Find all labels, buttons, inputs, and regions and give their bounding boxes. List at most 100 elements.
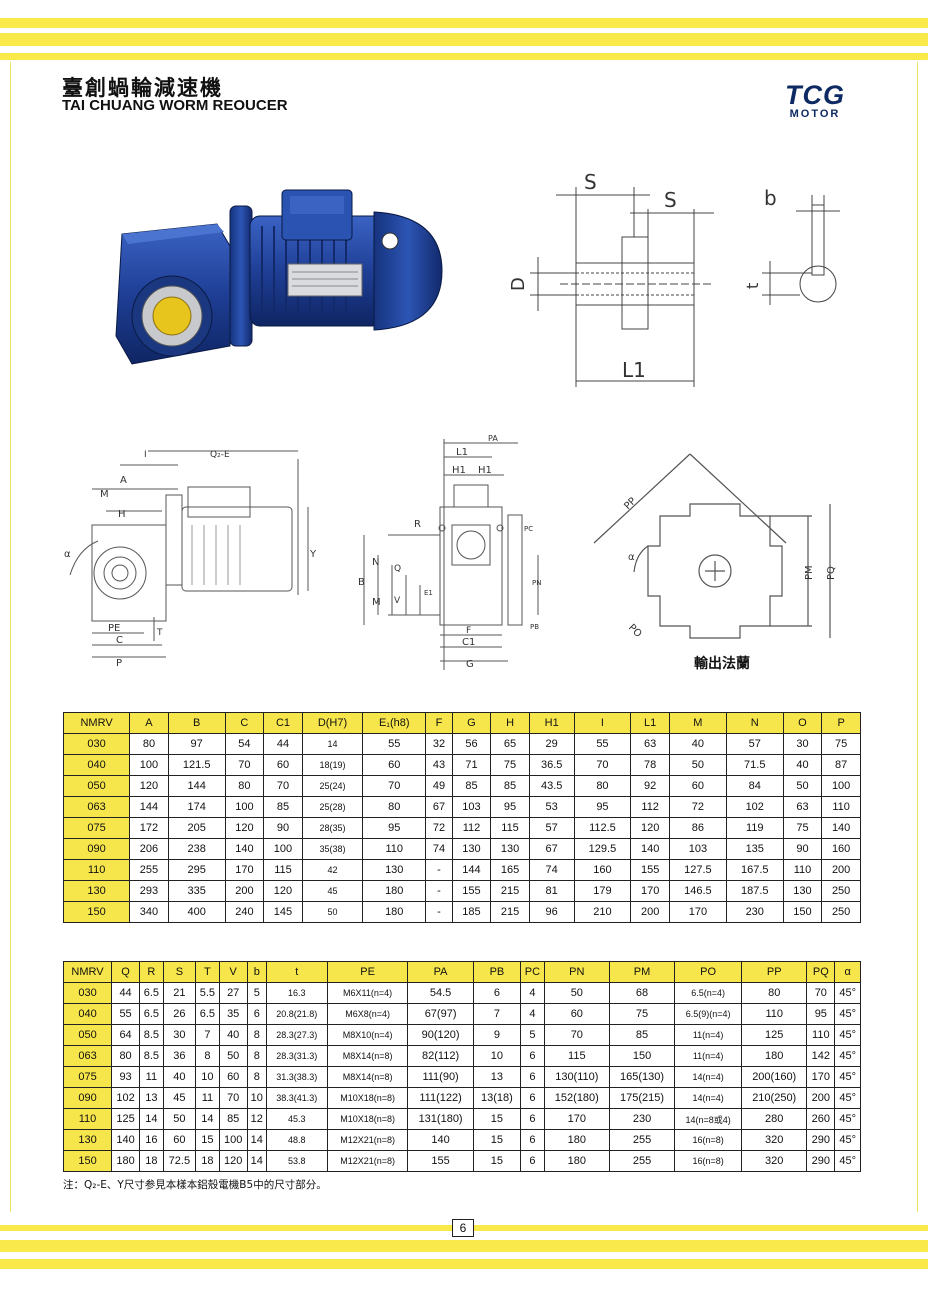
model-cell: 150 (62, 901, 131, 923)
table-cell: 95 (362, 817, 427, 839)
table-cell: 200 (821, 859, 861, 881)
dim-p-label: P (116, 658, 122, 669)
table-cell: 320 (741, 1150, 808, 1172)
table-cell: 45° (834, 982, 861, 1004)
table-cell: 35(38) (301, 838, 364, 860)
table-cell: 45° (834, 1066, 861, 1088)
column-header: C (224, 712, 265, 734)
model-cell: 130 (62, 880, 131, 902)
table-cell: 78 (630, 754, 670, 776)
table-cell: 50 (301, 901, 364, 923)
table-cell: 5 (246, 982, 267, 1004)
page-title-english: TAI CHUANG WORM REOUCER (62, 97, 288, 114)
table-cell: 6.5(9)(n=4) (674, 1003, 743, 1025)
model-cell: 050 (62, 775, 131, 797)
dim-pe-label: PE (108, 623, 120, 634)
table-cell: 45° (834, 1129, 861, 1151)
column-header: D(H7) (301, 712, 364, 734)
table-cell: 50 (543, 982, 610, 1004)
table-cell: 100 (224, 796, 265, 818)
table-cell: 11(n=4) (674, 1024, 743, 1046)
table-cell: 60 (362, 754, 427, 776)
table-cell: 15 (472, 1150, 522, 1172)
table-cell: 32 (425, 733, 453, 755)
model-cell: 030 (62, 982, 113, 1004)
table-cell: 75 (490, 754, 530, 776)
column-header: b (246, 961, 267, 983)
table-cell: 55 (111, 1003, 141, 1025)
dim-q2e-label: Q₂-E (210, 450, 230, 460)
table-cell: 48.8 (265, 1129, 328, 1151)
model-cell: 110 (62, 859, 131, 881)
table-cell: 36 (162, 1045, 197, 1067)
table-cell: 200(160) (741, 1066, 808, 1088)
table-cell: 170 (543, 1108, 610, 1130)
worm-reducer-photo (112, 186, 452, 366)
dim-pq-label: PQ (826, 566, 837, 580)
side-view-drawing: I Q₂-E A M H α PE C P T Y (58, 445, 348, 674)
page-number: 6 (452, 1219, 474, 1237)
table-cell: 60 (263, 754, 303, 776)
table-cell: 71.5 (725, 754, 784, 776)
column-header: P (821, 712, 861, 734)
table-cell: 30 (162, 1024, 197, 1046)
table-cell: 85 (218, 1108, 248, 1130)
column-header: R (139, 961, 164, 983)
table-cell: 45° (834, 1150, 861, 1172)
table-cell: 21 (162, 982, 197, 1004)
table-cell: 230 (608, 1108, 676, 1130)
table-cell: 10 (195, 1066, 220, 1088)
table-cell: 28(35) (301, 817, 364, 839)
table-cell: 250 (821, 880, 861, 902)
table-cell: 155 (451, 880, 492, 902)
table-cell: 36.5 (528, 754, 575, 776)
table-cell: 13 (472, 1066, 522, 1088)
table-cell: 215 (490, 880, 530, 902)
table-cell: 20.8(21.8) (265, 1003, 328, 1025)
table-cell: 95 (573, 796, 632, 818)
table-cell: 4 (520, 982, 545, 1004)
table-cell: 50 (668, 754, 727, 776)
column-header: M (668, 712, 727, 734)
table-cell: 129.5 (573, 838, 632, 860)
column-header: NMRV (62, 961, 113, 983)
table-cell: 63 (630, 733, 670, 755)
table-cell: 97 (167, 733, 226, 755)
table-cell: 75 (608, 1003, 676, 1025)
table-cell: 6.5 (139, 1003, 164, 1025)
table-cell: 112 (630, 796, 670, 818)
table-cell: 230 (725, 901, 784, 923)
table-cell: - (425, 901, 453, 923)
table-cell: 180 (362, 901, 427, 923)
dim-pp-label: PP (622, 496, 638, 512)
table-cell: M12X21(n=8) (326, 1150, 409, 1172)
column-header: PA (407, 961, 474, 983)
dim-m-label: M (100, 489, 109, 500)
dim-c1-label: C1 (462, 637, 475, 648)
table-cell: 16(n=8) (674, 1129, 743, 1151)
dim-h1b-label: H1 (478, 465, 492, 476)
table-cell: 70 (263, 775, 303, 797)
table-cell: 100 (821, 775, 861, 797)
table-cell: 180 (362, 880, 427, 902)
model-cell: 063 (62, 796, 131, 818)
table-cell: 4 (520, 1003, 545, 1025)
table-cell: 11(n=4) (674, 1045, 743, 1067)
table-cell: 130 (362, 859, 427, 881)
table-cell: 85 (263, 796, 303, 818)
table-cell: 40 (162, 1066, 197, 1088)
column-header: E₁(h8) (362, 712, 427, 734)
dim-l1-front-label: L1 (456, 447, 468, 458)
dim-g-label: G (466, 659, 474, 670)
table-cell: 6 (520, 1087, 545, 1109)
table-cell: 174 (167, 796, 226, 818)
model-cell: 040 (62, 754, 131, 776)
table-cell: 49 (425, 775, 453, 797)
